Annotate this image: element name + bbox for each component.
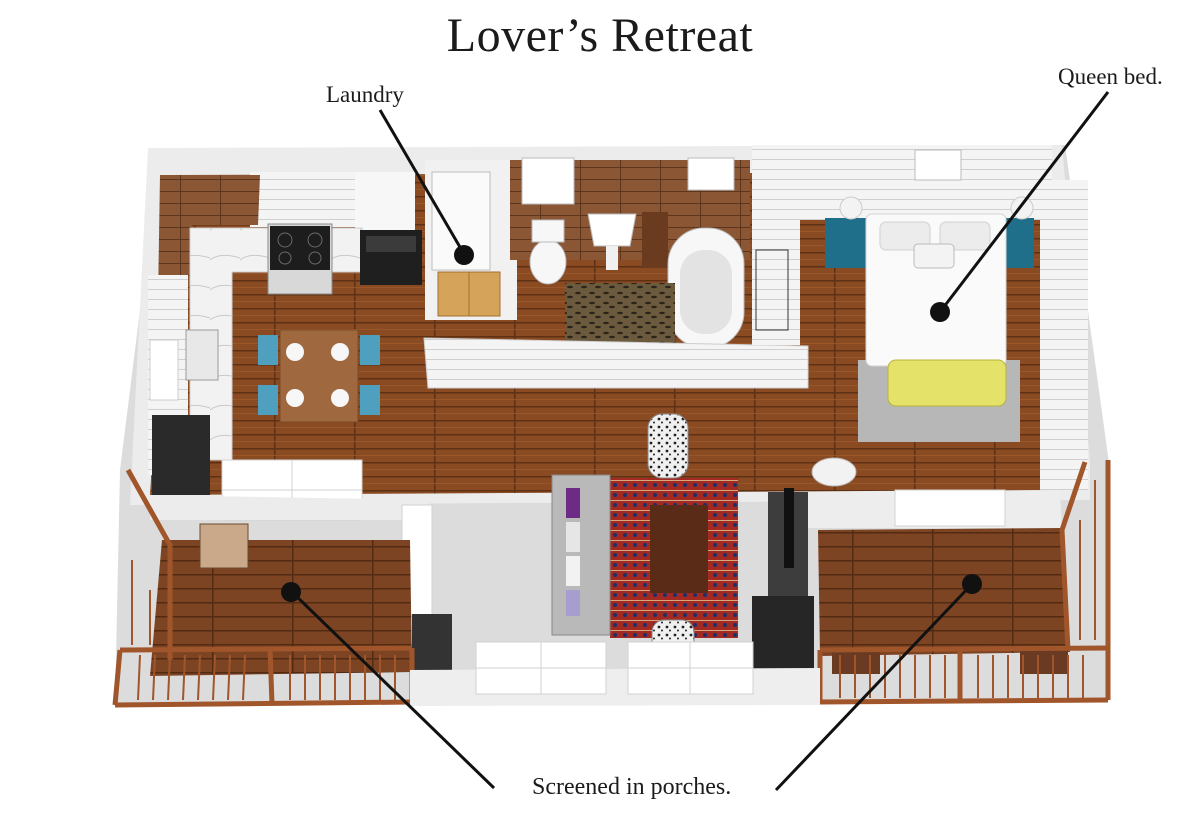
dining-chair: [258, 385, 278, 415]
cooktop: [270, 226, 330, 270]
sofa: [551, 474, 611, 636]
upper-cabinets: [158, 175, 260, 300]
right-porch-floor: [818, 528, 1070, 656]
dining-chair: [360, 335, 380, 365]
laundry-callout-line: [378, 109, 466, 255]
clothes-rack: [755, 249, 789, 331]
refrigerator: [152, 415, 210, 495]
range-hood: [355, 172, 415, 232]
laundry-callout-dot: [454, 245, 474, 265]
porch-right-callout-dot: [962, 574, 982, 594]
bath-shelf: [642, 212, 668, 268]
porch-left-callout-line: [290, 590, 496, 790]
coffee-table: [650, 505, 708, 593]
bath-rug: [565, 283, 675, 345]
bathroom-partition: [423, 337, 809, 389]
dining-chair: [258, 335, 278, 365]
bathroom-window-right: [687, 157, 735, 191]
porch-right-callout-line: [774, 582, 974, 792]
dining-chair: [360, 385, 380, 415]
toilet: [529, 239, 567, 285]
bathroom-window-left: [521, 157, 575, 205]
right-porch-railing: [817, 460, 1111, 705]
sink: [185, 329, 219, 381]
queen-bed-callout-dot: [930, 302, 950, 322]
window-right-porch: [894, 489, 1006, 527]
porch-chair-left: [199, 523, 249, 569]
left-porch-floor: [150, 540, 412, 676]
bedroom-back-wall: [752, 145, 1052, 220]
left-railing-spindles: [131, 560, 396, 701]
accent-chair-top: [647, 413, 689, 479]
callout-lines: [290, 91, 1110, 792]
right-railing-spindles: [839, 480, 1096, 698]
bathroom-sink: [587, 213, 637, 247]
basket: [811, 457, 857, 487]
queen-bed-callout-line: [938, 91, 1110, 313]
kitchen-window: [149, 339, 179, 401]
porch-fireplace: [752, 596, 814, 672]
bedroom-side-wall: [752, 145, 800, 345]
porch-chair-dark: [412, 614, 452, 672]
bedroom-window: [914, 149, 962, 181]
porch-left-callout-dot: [281, 582, 301, 602]
plan-title: Lover’s Retreat: [446, 9, 754, 62]
left-porch-railing: [112, 468, 415, 708]
porch-chair-right-b: [1020, 648, 1068, 674]
queen-bed-label: Queen bed.: [1058, 64, 1163, 89]
kitchen-back-wall: [250, 172, 360, 227]
yellow-bench: [887, 359, 1007, 407]
nightstand-left: [825, 218, 867, 268]
lamp-left: [839, 196, 863, 220]
laundry-label: Laundry: [326, 82, 404, 107]
bedroom-right-wall: [1040, 180, 1088, 490]
porches-label: Screened in porches.: [532, 774, 732, 800]
front-wall: [410, 668, 820, 706]
